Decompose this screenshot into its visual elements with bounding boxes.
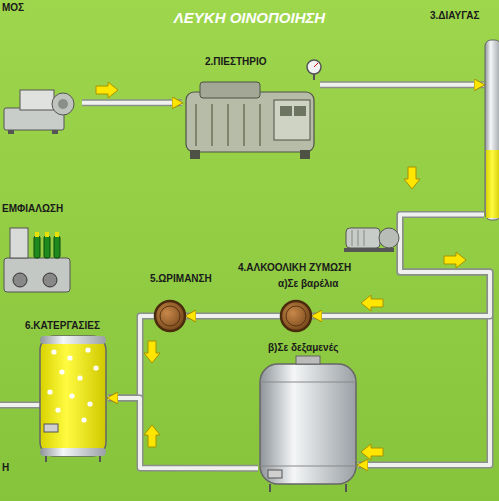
barrel (155, 301, 185, 331)
bubble (77, 375, 82, 380)
clarifier-node: 3.ΔΙΑΥΓΑΣ (484, 40, 499, 220)
treatment-tank (40, 336, 106, 462)
pipe-group (358, 215, 490, 465)
pipe-casing (186, 313, 280, 320)
label-holder: β)Σε δεξαμενές (268, 342, 338, 354)
flow-arrow (404, 167, 420, 189)
bubble (59, 369, 64, 374)
storage-tank (260, 356, 356, 492)
pump (344, 228, 399, 252)
barrel-node: 5.ΩΡΙΜΑΝΣΗ (154, 300, 186, 332)
diagram-title: ΛΕΥΚΗ ΟΙΝΟΠΟΙΗΣΗ (0, 9, 499, 26)
pipe-group (320, 84, 484, 85)
pipe-casing (108, 398, 258, 468)
label-holder: 3.ΔΙΑΥΓΑΣ (430, 10, 479, 22)
label-holder: ΜΟΣ (2, 2, 24, 14)
label-holder: 2.ΠΙΕΣΤΗΡΙΟ (205, 56, 267, 68)
step-label: 3.ΔΙΑΥΓΑΣ (430, 10, 479, 22)
barrel-node: 4.ΑΛΚΟΟΛΙΚΗ ΖΥΜΩΣΗα)Σε βαρέλια (280, 300, 312, 332)
crusher-node: ΜΟΣ (2, 82, 82, 134)
bubble (67, 355, 72, 360)
pipe-stub (0, 403, 40, 407)
press-node: 2.ΠΙΕΣΤΗΡΙΟ (182, 80, 320, 160)
step-label: β)Σε δεξαμενές (268, 342, 338, 354)
step-label: ΜΟΣ (2, 2, 24, 14)
text-label: Η (2, 462, 9, 473)
tank-node: 6.ΚΑΤΕΡΓΑΣΙΕΣ (38, 335, 108, 460)
pipe-casing (358, 215, 490, 465)
pipe-group (108, 398, 258, 468)
step-label: 4.ΑΛΚΟΟΛΙΚΗ ΖΥΜΩΣΗ (238, 262, 351, 274)
bubble (81, 417, 86, 422)
flow-arrow (144, 341, 160, 363)
tank-node: β)Σε δεξαμενές (258, 362, 358, 490)
bubble (69, 393, 74, 398)
label-holder: 6.ΚΑΤΕΡΓΑΣΙΕΣ (25, 320, 100, 332)
bottling-node: ΕΜΦΙΑΛΩΣΗ (2, 222, 74, 300)
flow-arrow (444, 252, 466, 268)
bubble (51, 349, 56, 354)
bubble (93, 365, 98, 370)
label-holder: 4.ΑΛΚΟΟΛΙΚΗ ΖΥΜΩΣΗ (238, 262, 351, 274)
pipe (186, 314, 280, 318)
crusher-machine (4, 90, 74, 134)
barrel (281, 301, 311, 331)
step-label: 6.ΚΑΤΕΡΓΑΣΙΕΣ (25, 320, 100, 332)
pipe-group (82, 102, 182, 103)
flow-arrow (361, 444, 383, 460)
step-label: ΕΜΦΙΑΛΩΣΗ (2, 203, 63, 215)
step-label: 5.ΩΡΙΜΑΝΣΗ (150, 273, 212, 285)
pipe-casing (320, 81, 484, 88)
flow-arrow (96, 82, 118, 98)
bubble (85, 347, 90, 352)
label-holder: α)Σε βαρέλια (278, 278, 338, 290)
flow-arrow (144, 425, 160, 447)
label-holder: 5.ΩΡΙΜΑΝΣΗ (150, 273, 212, 285)
flow-arrow (361, 295, 383, 311)
pipe (82, 101, 182, 105)
bottling-machine (4, 228, 70, 292)
press-machine (186, 60, 321, 159)
pipe (320, 83, 484, 87)
label-holder: ΕΜΦΙΑΛΩΣΗ (2, 203, 63, 215)
bubble (55, 407, 60, 412)
clarifier-vessel (485, 40, 499, 220)
step-label: α)Σε βαρέλια (278, 278, 338, 290)
pipe (358, 215, 490, 465)
bubble (47, 389, 52, 394)
pipe-group (186, 316, 280, 317)
bubble (87, 401, 92, 406)
step-label: 2.ΠΙΕΣΤΗΡΙΟ (205, 56, 267, 68)
pipe-stub (0, 402, 40, 409)
pipe (108, 398, 258, 468)
pipe-casing (82, 99, 182, 106)
